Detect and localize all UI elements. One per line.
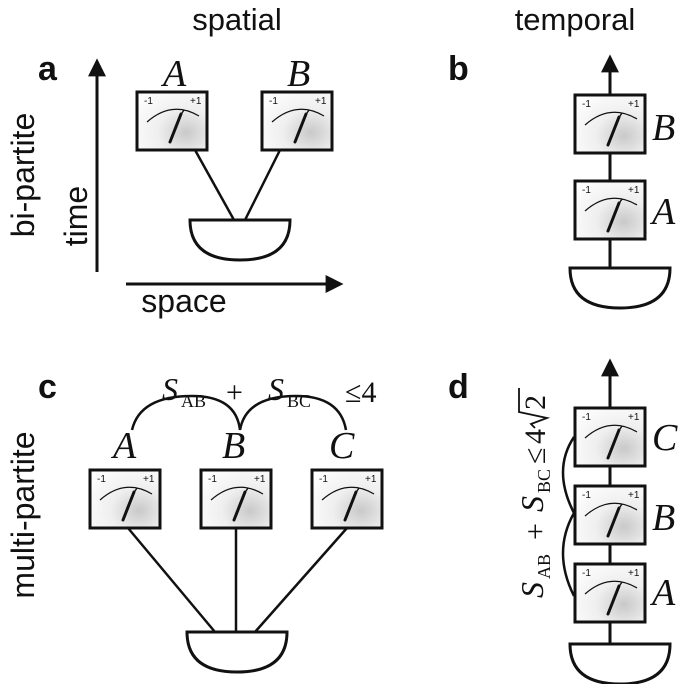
meter-B-min: -1 bbox=[269, 96, 278, 107]
meter-Ac-min: -1 bbox=[97, 474, 106, 485]
meter-Cd-min: -1 bbox=[582, 412, 591, 423]
meter-Cc-min: -1 bbox=[319, 474, 328, 485]
row-label-bipartite: bi-partite bbox=[5, 113, 41, 238]
ineq-d-bound-num: 4 bbox=[519, 429, 552, 444]
meter-Ad-max: +1 bbox=[628, 568, 640, 579]
link-source-A bbox=[193, 149, 236, 221]
ineq-c-sub-bc: BC bbox=[287, 391, 311, 411]
source-c bbox=[185, 630, 289, 674]
source-b bbox=[568, 266, 672, 310]
source-d bbox=[568, 642, 672, 684]
meter-Cd-max: +1 bbox=[628, 412, 640, 423]
panel-letter-b: b bbox=[448, 50, 469, 88]
meter-Bd-min: -1 bbox=[582, 490, 591, 501]
panel-d: -1 +1 -1 +1 -1 +1 C B A S AB + S BC ≤ 4 … bbox=[514, 358, 678, 684]
source-a bbox=[188, 218, 292, 262]
row-label-multipartite: multi-partite bbox=[5, 431, 41, 598]
link-c-A bbox=[127, 527, 216, 633]
panel-letter-c: c bbox=[38, 368, 57, 406]
ineq-c-S1: S bbox=[162, 371, 178, 407]
meter-Ac-max: +1 bbox=[143, 474, 155, 485]
ineq-d-leq: ≤ bbox=[519, 448, 552, 464]
space-axis-label: space bbox=[141, 283, 226, 319]
time-axis-label: time bbox=[58, 186, 94, 246]
meter-B-max: +1 bbox=[315, 96, 327, 107]
meter-A-max: +1 bbox=[190, 96, 202, 107]
link-c-C bbox=[254, 527, 348, 633]
meter-Bt-min: -1 bbox=[582, 99, 591, 110]
ineq-d-S1: S bbox=[514, 582, 550, 598]
link-source-B bbox=[243, 149, 282, 221]
arc-BC bbox=[238, 394, 348, 431]
ineq-d-sub-ab: AB bbox=[534, 554, 554, 579]
label-A-c: A bbox=[110, 425, 137, 467]
panel-b: -1 +1 -1 +1 B A bbox=[568, 54, 676, 310]
sqrt-symbol bbox=[518, 388, 551, 429]
label-B-d: B bbox=[652, 497, 675, 539]
meter-At-min: -1 bbox=[582, 185, 591, 196]
meter-Cc-max: +1 bbox=[365, 474, 377, 485]
label-B-temporal: B bbox=[652, 107, 675, 149]
meter-A-min: -1 bbox=[144, 96, 153, 107]
panel-letter-a: a bbox=[38, 50, 58, 88]
header-spatial: spatial bbox=[192, 2, 282, 37]
label-A-d: A bbox=[649, 572, 676, 614]
ineq-d-S2: S bbox=[514, 496, 550, 512]
meter-Bc-min: -1 bbox=[208, 474, 217, 485]
label-A-temporal: A bbox=[649, 191, 676, 233]
ineq-d-sub-bc: BC bbox=[534, 469, 554, 493]
meter-Ad-min: -1 bbox=[582, 568, 591, 579]
meter-Bc-max: +1 bbox=[254, 474, 266, 485]
label-A: A bbox=[160, 53, 187, 95]
meter-At-max: +1 bbox=[628, 185, 640, 196]
meter-Bd-max: +1 bbox=[628, 490, 640, 501]
arc-AB bbox=[130, 394, 242, 431]
inequality-c: S AB + S BC ≤4 bbox=[162, 371, 376, 411]
meter-Bt-max: +1 bbox=[628, 99, 640, 110]
ineq-d-plus: + bbox=[519, 523, 552, 540]
ineq-c-sub-ab: AB bbox=[181, 391, 206, 411]
ineq-d-sqrt-arg: 2 bbox=[519, 395, 552, 410]
label-B: B bbox=[287, 53, 310, 95]
ineq-c-S2: S bbox=[268, 371, 284, 407]
label-B-c: B bbox=[222, 425, 245, 467]
panel-letter-d: d bbox=[448, 368, 469, 406]
panel-c: S AB + S BC ≤4 A B C -1 +1 -1 +1 -1 +1 bbox=[88, 371, 384, 674]
ineq-c-bound: ≤4 bbox=[345, 376, 376, 409]
ineq-c-plus: + bbox=[226, 376, 243, 409]
arc-d-AB bbox=[561, 512, 576, 597]
panel-a: time space -1 +1 -1 +1 A B bbox=[58, 53, 344, 319]
label-C-c: C bbox=[329, 425, 355, 467]
label-C-d: C bbox=[652, 417, 678, 459]
header-temporal: temporal bbox=[515, 2, 636, 37]
inequality-d: S AB + S BC ≤ 4 2 bbox=[514, 388, 554, 598]
arc-d-BC bbox=[561, 436, 576, 514]
